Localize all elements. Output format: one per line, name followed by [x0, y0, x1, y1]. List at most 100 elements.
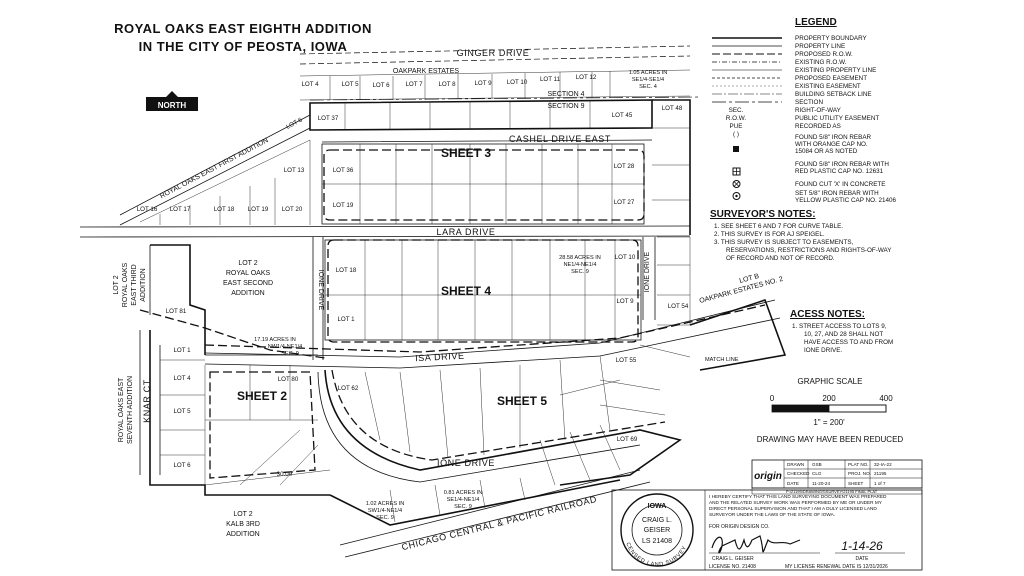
svg-text:SEC.: SEC.	[729, 107, 744, 114]
lot-label: LOT 12	[576, 74, 597, 81]
certification-text: DIRECT PERSONAL SUPERVISION AND THAT I A…	[709, 506, 877, 511]
street-ione-drive-bottom: IONE DRIVE	[437, 458, 495, 468]
svg-text:PROJ. NO.: PROJ. NO.	[848, 471, 871, 476]
svg-text:SEVENTH ADDITION: SEVENTH ADDITION	[127, 376, 134, 444]
scale-ratio: 1" = 200'	[813, 418, 845, 427]
lot-27-label: LOT 27	[614, 199, 635, 206]
legend-item: WITH ORANGE CAP NO.	[795, 141, 868, 148]
lot-label: LOT 7	[405, 81, 423, 88]
svg-text:OF RECORD AND NOT OF RECORD.: OF RECORD AND NOT OF RECORD.	[726, 255, 835, 262]
seal-name-line1: CRAIG L.	[642, 517, 672, 524]
legend-item: FOUND 5/8" IRON REBAR	[795, 134, 872, 141]
acreage-0-81: 0.81 ACRES IN SE1/4-NE1/4 SEC. 9	[444, 490, 483, 510]
street-lara-drive: LARA DRIVE	[436, 227, 495, 237]
legend-item: FOUND CUT 'X' IN CONCRETE	[795, 181, 885, 188]
legend-item: PROPOSED EASEMENT	[795, 75, 867, 82]
svg-text:17.19 ACRES IN: 17.19 ACRES IN	[254, 337, 296, 343]
svg-text:SHEET: SHEET	[848, 481, 864, 486]
north-arrow-icon: NORTH	[146, 91, 198, 111]
svg-text:1.02 ACRES IN: 1.02 ACRES IN	[366, 501, 405, 507]
legend-items: PROPERTY BOUNDARY PROPERTY LINE PROPOSED…	[795, 35, 897, 204]
section-9-label: SECTION 9	[548, 103, 585, 110]
legend-symbols	[712, 37, 782, 200]
svg-text:SEC. 9: SEC. 9	[281, 351, 299, 357]
subdivision-kalb: LOT 2 KALB 3RD ADDITION	[226, 511, 260, 538]
legend-abbrevs: SEC. R.O.W. PUE ( )	[726, 107, 747, 138]
lot-19-label: LOT 19	[333, 202, 354, 209]
scale-note: DRAWING MAY HAVE BEEN REDUCED	[757, 435, 904, 444]
scale-bar	[771, 404, 887, 413]
svg-text:28.58 ACRES IN: 28.58 ACRES IN	[559, 255, 601, 261]
title-block: origin DRAWN GSB PLAT NO. 32-IA-22 CHECK…	[751, 459, 923, 495]
legend-item: SECTION	[795, 99, 823, 106]
access-notes: 1. STREET ACCESS TO LOTS 9, 10, 27, AND …	[792, 323, 893, 354]
street-railroad: CHICAGO CENTRAL & PACIFIC RAILROAD	[401, 494, 598, 552]
svg-text:EAST THIRD: EAST THIRD	[131, 264, 138, 305]
legend-item: RIGHT-OF-WAY	[795, 107, 842, 114]
svg-text:SEC. 9: SEC. 9	[376, 515, 394, 521]
license-renewal: MY LICENSE RENEWAL DATE IS 12/31/2026	[785, 564, 888, 570]
surveyor-name: CRAIG L. GEISER	[712, 556, 754, 562]
svg-text:RESERVATIONS, RESTRICTIONS AND: RESERVATIONS, RESTRICTIONS AND RIGHTS-OF…	[726, 247, 892, 254]
lot-55-label: LOT 55	[616, 357, 637, 364]
lot-label: LOT 4	[301, 81, 319, 88]
subdivision-oakpark-estates: OAKPARK ESTATES	[393, 68, 459, 75]
lot-label: LOT 6	[372, 82, 390, 89]
legend-item: EXISTING EASEMENT	[795, 83, 861, 90]
lot-label: LOT 18	[214, 206, 235, 213]
lot-81-label: LOT 81	[166, 308, 187, 315]
lot-48-label: LOT 48	[662, 105, 683, 112]
surveyor-notes-heading: SURVEYOR'S NOTES:	[710, 209, 816, 220]
svg-text:NE1/4-NE1/4: NE1/4-NE1/4	[564, 262, 597, 268]
sheet-5-label: SHEET 5	[497, 394, 547, 408]
plat-title-line2: IN THE CITY OF PEOSTA, IOWA	[139, 39, 348, 54]
svg-text:KALB 3RD: KALB 3RD	[226, 521, 260, 528]
street-cashel-drive-east: CASHEL DRIVE EAST	[509, 134, 611, 144]
license-number: LICENSE NO. 21408	[709, 564, 756, 570]
legend-item: 15084 OR AS NOTED	[795, 148, 858, 155]
lot-label: LOT 16	[137, 206, 158, 213]
acreage-28-58: 28.58 ACRES IN NE1/4-NE1/4 SEC. 9	[559, 255, 601, 275]
lot-label: LOT 17	[170, 206, 191, 213]
lot-9-label: LOT 9	[616, 298, 634, 305]
origin-logo: origin	[754, 471, 782, 482]
svg-text:1. SEE SHEET 6 AND 7 FOR CURV: 1. SEE SHEET 6 AND 7 FOR CURVE TABLE.	[714, 223, 843, 230]
svg-text:R.O.W.: R.O.W.	[726, 115, 747, 122]
north-label: NORTH	[158, 101, 187, 110]
lot-18-label: LOT 18	[336, 267, 357, 274]
svg-text:PLAT NO.: PLAT NO.	[848, 462, 869, 467]
signature-icon	[711, 535, 801, 554]
lot-37-label: LOT 37	[318, 115, 339, 122]
svg-text:ADDITION: ADDITION	[226, 531, 259, 538]
sheet-3-label: SHEET 3	[441, 146, 491, 160]
lot-45-label: LOT 45	[612, 112, 633, 119]
signed-date: 1-14-26	[841, 539, 883, 553]
svg-text:LOT 2: LOT 2	[233, 511, 252, 518]
subdivision-first-addition: ROYAL OAKS EAST FIRST ADDITION	[159, 137, 270, 200]
svg-text:( ): ( )	[733, 131, 739, 138]
svg-text:1 of 7: 1 of 7	[874, 481, 886, 486]
scale-tick: 0	[770, 394, 775, 403]
diagonal-row-lots: LOT 16 LOT 17 LOT 18 LOT 19 LOT 20	[137, 206, 303, 213]
access-notes-heading: ACESS NOTES:	[790, 309, 865, 320]
street-ione-drive-right: IONE DRIVE	[644, 251, 651, 292]
file-path: P:\21195\DRAWINGS\SURVEY\21195 FINAL PLA…	[786, 489, 878, 494]
certification-text: I HEREBY CERTIFY THAT THIS LAND SURVEYIN…	[709, 494, 887, 499]
scale-heading: GRAPHIC SCALE	[798, 377, 863, 386]
lot-label: LOT 10	[507, 79, 528, 86]
date-label: DATE	[856, 556, 870, 562]
legend-item: PROPOSED R.O.W.	[795, 51, 853, 58]
svg-text:ADDITION: ADDITION	[231, 290, 264, 297]
lot-label: LOT 19	[248, 206, 269, 213]
svg-text:GSB: GSB	[812, 462, 822, 467]
surveyor-notes: 1. SEE SHEET 6 AND 7 FOR CURVE TABLE. 2.…	[714, 223, 892, 262]
seal-name-line2: GEISER	[644, 527, 670, 534]
match-line-label: MATCH LINE	[705, 357, 739, 363]
svg-text:11-20-24: 11-20-24	[812, 481, 830, 486]
legend-item: RECORDED AS	[795, 123, 841, 130]
scale-tick: 400	[879, 394, 893, 403]
svg-text:1. STREET ACCESS TO LOTS 9,: 1. STREET ACCESS TO LOTS 9,	[792, 323, 887, 330]
seal-state: IOWA	[648, 503, 667, 510]
svg-text:2. THIS SURVEY IS FOR AJ SPEI: 2. THIS SURVEY IS FOR AJ SPEIGEL.	[714, 231, 825, 238]
